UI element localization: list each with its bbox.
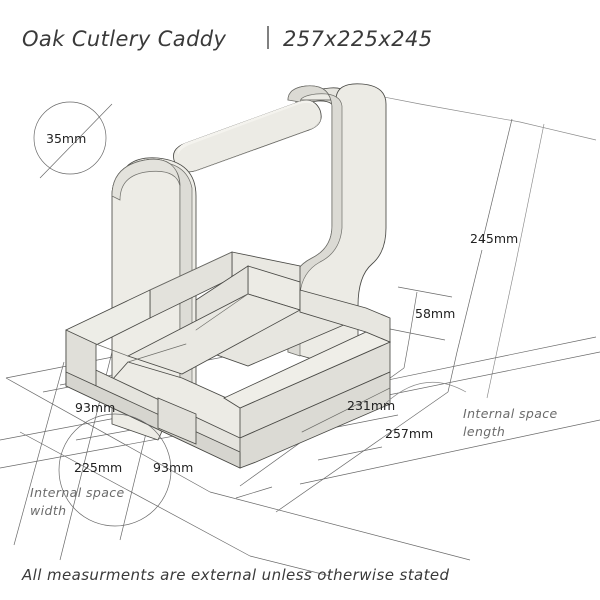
- handle-diameter-callout: 35mm: [33, 101, 113, 179]
- title-group: Oak Cutlery Caddy 257x225x245: [22, 26, 433, 51]
- dimension-external-length: 257mm: [385, 426, 433, 441]
- internal-space-length-callout: Internal space length: [385, 381, 558, 439]
- dimension-internal-width: 225mm: [74, 460, 122, 475]
- dimension-labels: 245mm 58mm 231mm 257mm 93mm 225mm 93mm: [74, 231, 518, 475]
- diameter-slash: [39, 103, 113, 179]
- panel-left-top-band: [111, 158, 181, 201]
- dimension-tray-depth: 58mm: [415, 306, 455, 321]
- internal-space-length-label-line1: Internal space: [463, 406, 558, 421]
- dimension-compartment-width-right: 93mm: [153, 460, 193, 475]
- diameter-circle: [33, 101, 107, 175]
- title-dimensions: 257x225x245: [283, 27, 433, 51]
- internal-space-length-label-line2: length: [463, 424, 505, 439]
- page-title: Oak Cutlery Caddy: [22, 27, 227, 51]
- internal-space-width-callout: Internal space width: [30, 413, 172, 527]
- dimension-height-total: 245mm: [470, 231, 518, 246]
- footer-note: All measurments are external unless othe…: [21, 566, 449, 584]
- model-seams: [95, 251, 391, 453]
- handle-diameter-label: 35mm: [46, 131, 86, 146]
- internal-space-width-label-line1: Internal space: [30, 485, 125, 500]
- internal-width-circle: [58, 413, 172, 527]
- internal-length-leader-arc: [385, 381, 467, 404]
- dimension-compartment-width-left: 93mm: [75, 400, 115, 415]
- caddy-model: [65, 83, 392, 469]
- handle-bar: [173, 100, 322, 173]
- panel-left-foot: [157, 397, 197, 445]
- dimension-internal-length: 231mm: [347, 398, 395, 413]
- internal-space-width-label-line2: width: [30, 503, 66, 518]
- tray-back-right-rim: [299, 289, 391, 343]
